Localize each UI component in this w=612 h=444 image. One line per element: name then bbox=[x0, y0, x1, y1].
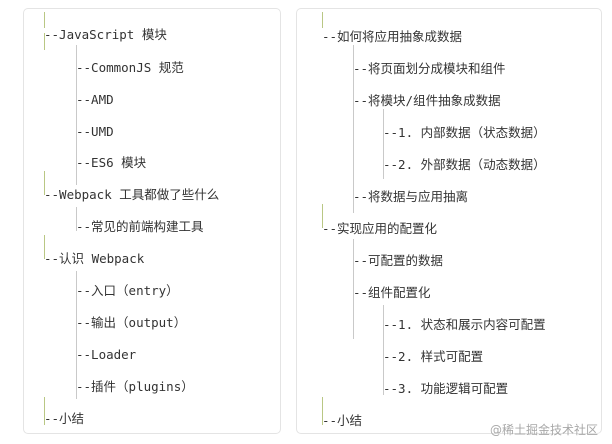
tree-connector bbox=[76, 207, 77, 231]
tree-item-internal-data: --1. 内部数据（状态数据） bbox=[383, 125, 546, 140]
tree-connector bbox=[44, 397, 45, 425]
tree-item-amd: --AMD bbox=[76, 92, 114, 107]
tree-connector bbox=[383, 305, 384, 395]
tree-item-build-tools: --常见的前端构建工具 bbox=[76, 219, 204, 234]
tree-item-summary: --小结 bbox=[322, 413, 363, 428]
tree-item-meet-webpack: --认识 Webpack bbox=[44, 251, 145, 266]
tree-item-entry: --入口（entry） bbox=[76, 283, 179, 298]
tree-item-configurable-data: --可配置的数据 bbox=[353, 253, 444, 268]
tree-connector bbox=[353, 45, 354, 213]
tree-item-webpack-tasks: --Webpack 工具都做了些什么 bbox=[44, 187, 220, 202]
watermark: @稀土掘金技术社区 bbox=[489, 423, 598, 437]
tree-item-umd: --UMD bbox=[76, 124, 114, 139]
tree-item-loader: --Loader bbox=[76, 347, 137, 362]
tree-item-plugins: --插件（plugins） bbox=[76, 379, 194, 394]
tree-connector bbox=[44, 33, 45, 50]
outline-panel-left: --JavaScript 模块 --CommonJS 规范 --AMD --UM… bbox=[23, 8, 281, 434]
outline-panel-right: --如何将应用抽象成数据 --将页面划分成模块和组件 --将模块/组件抽象成数据… bbox=[296, 8, 602, 434]
tree-item-javascript-modules: --JavaScript 模块 bbox=[44, 27, 167, 42]
tree-item-style-config: --2. 样式可配置 bbox=[383, 349, 484, 364]
tree-connector bbox=[322, 204, 323, 228]
tree-connector bbox=[76, 45, 77, 185]
tree-connector bbox=[353, 239, 354, 339]
tree-item-separate-data: --将数据与应用抽离 bbox=[353, 189, 469, 204]
tree-item-output: --输出（output） bbox=[76, 315, 187, 330]
tree-item-split-page: --将页面划分成模块和组件 bbox=[353, 61, 506, 76]
tree-connector bbox=[44, 12, 45, 28]
tree-item-configurable-app: --实现应用的配置化 bbox=[322, 221, 438, 236]
tree-connector bbox=[44, 235, 45, 259]
tree-connector bbox=[322, 397, 323, 425]
tree-item-external-data: --2. 外部数据（动态数据） bbox=[383, 157, 546, 172]
tree-connector bbox=[383, 109, 384, 179]
tree-item-summary: --小结 bbox=[44, 411, 85, 426]
tree-item-abstract-modules: --将模块/组件抽象成数据 bbox=[353, 93, 501, 108]
tree-item-component-config: --组件配置化 bbox=[353, 285, 431, 300]
tree-item-es6-modules: --ES6 模块 bbox=[76, 155, 147, 170]
tree-item-logic-config: --3. 功能逻辑可配置 bbox=[383, 381, 509, 396]
tree-connector bbox=[44, 171, 45, 195]
tree-connector bbox=[76, 271, 77, 399]
tree-connector bbox=[322, 12, 323, 28]
tree-item-commonjs: --CommonJS 规范 bbox=[76, 60, 184, 75]
tree-item-abstract-app: --如何将应用抽象成数据 bbox=[322, 29, 463, 44]
tree-item-state-config: --1. 状态和展示内容可配置 bbox=[383, 317, 546, 332]
